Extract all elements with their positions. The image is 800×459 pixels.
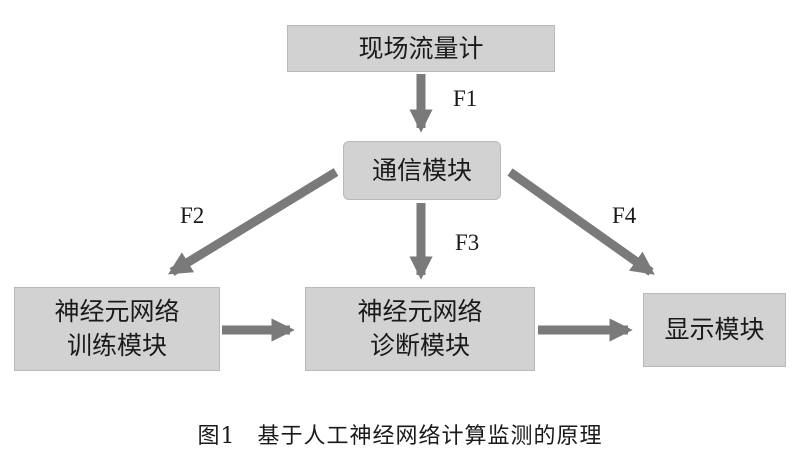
edge-label-f1: F1 [453,86,478,111]
node-display-module-label: 显示模块 [664,315,765,344]
arrow-f2 [168,168,339,276]
figure-caption: 图1 基于人工神经网络计算监测的原理 [0,418,800,450]
edge-label-f4: F4 [612,203,637,228]
node-nn-training-module-line1: 神经元网络 [54,297,180,326]
arrow-f4 [507,168,655,276]
node-nn-training-module: 神经元网络 训练模块 [14,287,220,371]
edge-label-f3: F3 [455,230,480,255]
node-display-module: 显示模块 [643,293,786,367]
node-field-flowmeter-label: 现场流量计 [358,33,484,63]
node-nn-diagnosis-module: 神经元网络 诊断模块 [305,287,535,371]
node-communication-module-label: 通信模块 [371,155,472,185]
edge-label-f2: F2 [180,203,205,228]
node-nn-training-module-line2: 训练模块 [66,331,167,360]
node-nn-diagnosis-module-line1: 神经元网络 [357,297,483,326]
node-nn-diagnosis-module-line2: 诊断模块 [369,331,470,360]
node-communication-module: 通信模块 [343,141,501,200]
node-field-flowmeter: 现场流量计 [287,25,555,72]
figure-title: 基于人工神经网络计算监测的原理 [257,424,603,449]
figure-number: 图1 [197,424,236,449]
